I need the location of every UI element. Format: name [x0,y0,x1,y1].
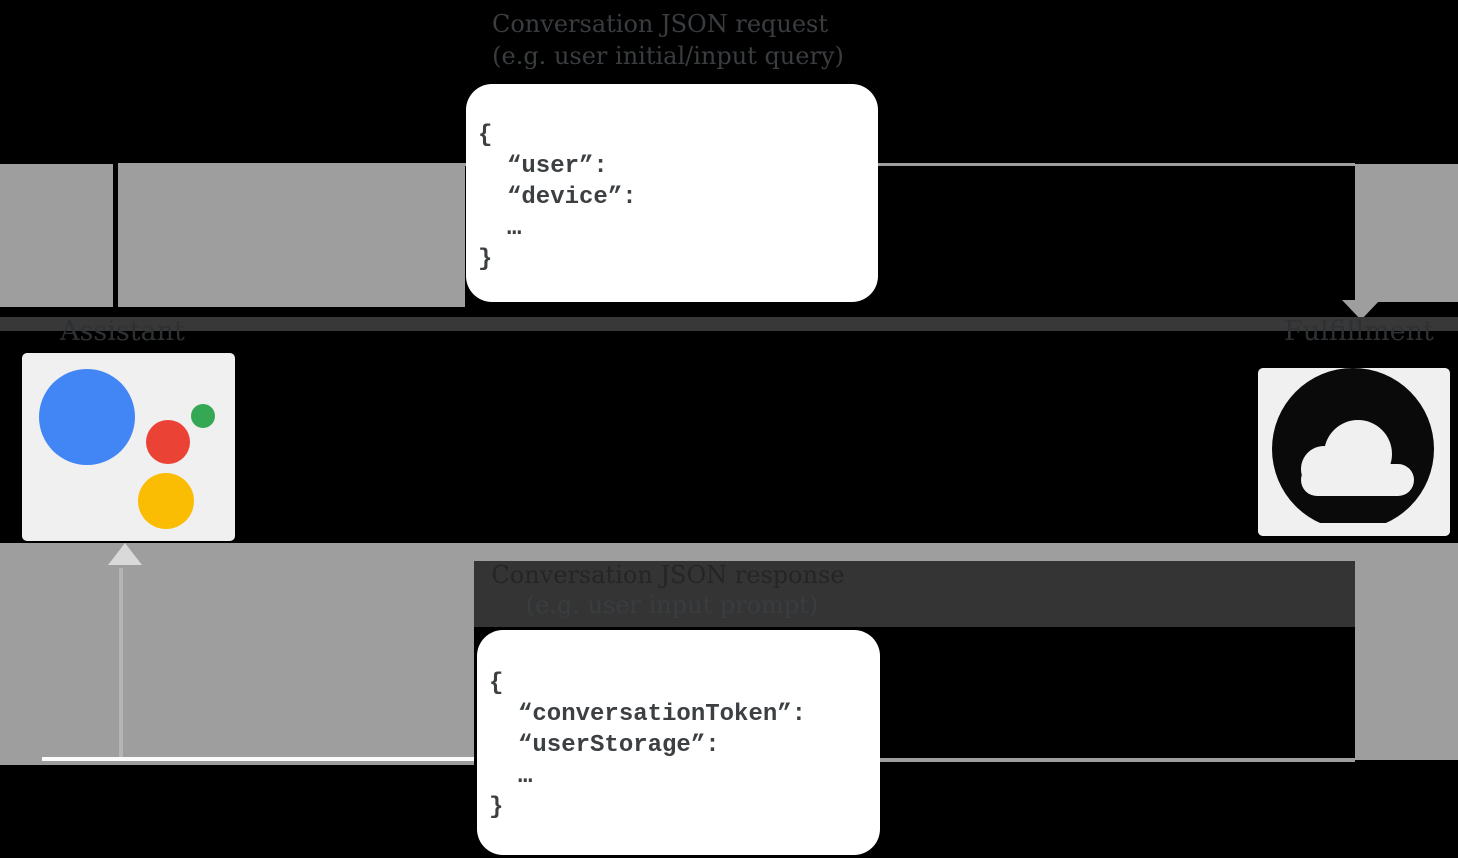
request-label-line2: (e.g. user initial/input query) [492,42,844,70]
response-arrow-band-right [1355,546,1458,760]
code-line: “device”: [507,184,637,211]
response-label-band [474,561,1355,627]
assistant-logo-green-dot [191,404,215,428]
node-label-band [0,317,1458,331]
request-json-code: { “user”: “device”: … } [466,84,878,275]
request-label-line1: Conversation JSON request [491,10,829,38]
assistant-node-label: Assistant [60,316,185,347]
request-arrow-band-left-b [118,163,465,307]
response-label-line1: Conversation JSON response [491,561,845,589]
assistant-node [22,353,235,541]
arrow-up-icon [108,543,142,565]
request-arrow-line [465,163,1355,166]
response-arrow-band-left [0,543,474,765]
code-line: { [489,670,504,697]
code-line: “userStorage”: [518,732,720,759]
code-line: } [489,794,504,821]
code-line: { [478,122,493,149]
fulfillment-node-label: Fulfillment [1284,316,1434,347]
response-arrow-line [880,758,1355,762]
code-line: … [518,763,533,790]
arrow-down-icon [1342,300,1380,320]
code-line: “conversationToken”: [518,701,807,728]
code-line: … [507,215,522,242]
cloud-icon [1258,368,1450,536]
assistant-logo-red-dot [146,420,190,464]
code-line: } [478,246,493,273]
response-arrow-vertical-line [119,568,123,757]
assistant-logo-blue-dot [39,369,135,465]
assistant-logo-yellow-dot [138,473,194,529]
request-arrow-band-left-a [0,164,113,307]
fulfillment-node [1258,368,1450,536]
response-label-line2: (e.g. user input prompt) [525,591,819,619]
response-arrow-line-light [42,757,474,761]
request-json-card: { “user”: “device”: … } [466,84,878,302]
response-arrow-band-top [474,543,1458,561]
code-line: “user”: [507,153,608,180]
response-json-code: { “conversationToken”: “userStorage”: … … [477,630,880,823]
request-arrow-band-right [1355,164,1458,302]
response-json-card: { “conversationToken”: “userStorage”: … … [477,630,880,855]
